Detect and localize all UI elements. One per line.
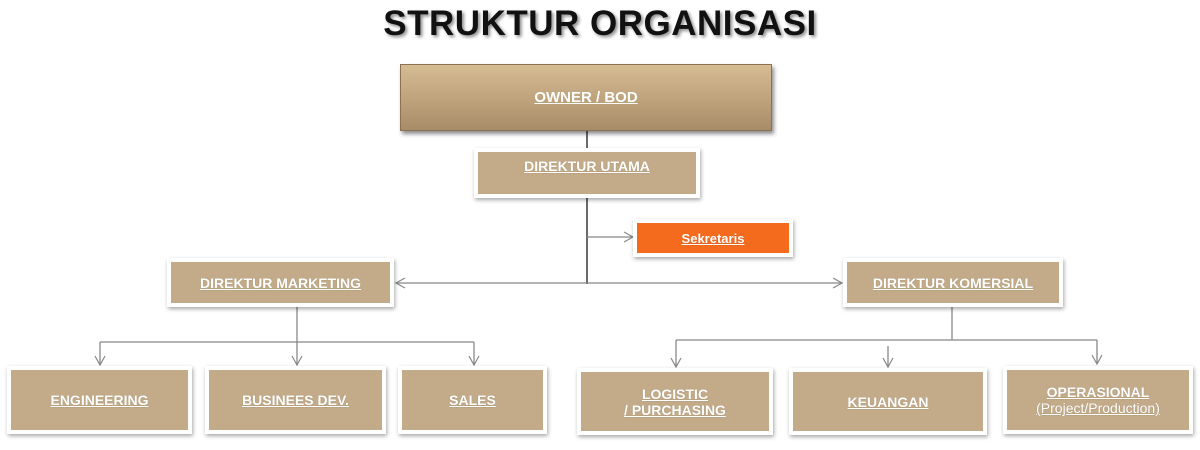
node-operasional-label: OPERASIONAL (Project/Production) <box>1007 370 1189 430</box>
node-operasional-title: OPERASIONAL <box>1046 384 1150 400</box>
node-logistic-line2: / PURCHASING <box>624 401 726 418</box>
node-keuangan[interactable]: KEUANGAN <box>789 368 987 435</box>
node-sales-label: SALES <box>402 370 543 430</box>
node-business-dev[interactable]: BUSINEES DEV. <box>205 366 386 434</box>
node-direktur-utama[interactable]: DIREKTUR UTAMA <box>474 148 700 198</box>
node-direktur-komersial-label: DIREKTUR KOMERSIAL <box>847 262 1059 303</box>
node-direktur-utama-label: DIREKTUR UTAMA <box>478 152 696 194</box>
node-direktur-marketing-label: DIREKTUR MARKETING <box>171 262 390 303</box>
node-sekretaris[interactable]: Sekretaris <box>633 219 793 257</box>
node-keuangan-label: KEUANGAN <box>793 372 983 431</box>
page-title: STRUKTUR ORGANISASI <box>383 4 817 43</box>
node-engineering-label: ENGINEERING <box>11 370 188 430</box>
node-engineering[interactable]: ENGINEERING <box>7 366 192 434</box>
node-sales[interactable]: SALES <box>398 366 547 434</box>
node-operasional[interactable]: OPERASIONAL (Project/Production) <box>1003 366 1193 434</box>
node-operasional-subtitle: (Project/Production) <box>1036 400 1160 416</box>
node-logistic-line1: LOGISTIC <box>641 385 709 402</box>
node-sekretaris-label: Sekretaris <box>637 223 789 253</box>
node-direktur-komersial[interactable]: DIREKTUR KOMERSIAL <box>843 258 1063 307</box>
node-owner[interactable]: OWNER / BOD <box>400 64 772 131</box>
node-business-dev-label: BUSINEES DEV. <box>209 370 382 430</box>
node-logistic-label: LOGISTIC / PURCHASING <box>581 372 769 431</box>
node-direktur-marketing[interactable]: DIREKTUR MARKETING <box>167 258 394 307</box>
node-logistic[interactable]: LOGISTIC / PURCHASING <box>577 368 773 435</box>
